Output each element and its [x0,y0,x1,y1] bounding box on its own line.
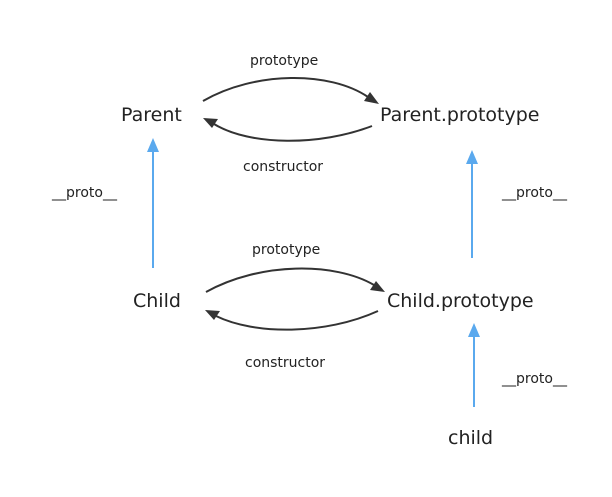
parent-prototype-node: Parent.prototype [380,104,539,126]
child-prototype-arrowhead [370,281,385,292]
parent-prototype-arrowhead [364,92,379,104]
child-instance-node: child [448,427,493,449]
child-node: Child [133,290,181,312]
child-constructor-arrowhead [205,310,220,320]
parent-constructor-label: constructor [243,159,323,175]
parent-constructor-arrow [213,123,373,142]
childproto-to-parentproto-label: __proto__ [501,185,568,201]
parent-constructor-arrowhead [203,118,218,128]
parent-node: Parent [121,104,182,126]
child-prototype-node: Child.prototype [387,290,534,312]
child-to-parent-proto-label: __proto__ [51,185,118,201]
child-to-parent-proto-arrowhead [147,138,159,152]
child-constructor-label: constructor [245,355,325,371]
child-constructor-arrow [215,310,379,331]
parent-prototype-label: prototype [250,53,318,69]
child-prototype-label: prototype [252,242,320,258]
parent-prototype-arrow [202,77,369,102]
childproto-to-parentproto-arrowhead [466,150,478,164]
instance-to-childproto-label: __proto__ [501,371,568,387]
child-prototype-arrow [205,267,375,293]
instance-to-childproto-arrowhead [468,323,480,337]
